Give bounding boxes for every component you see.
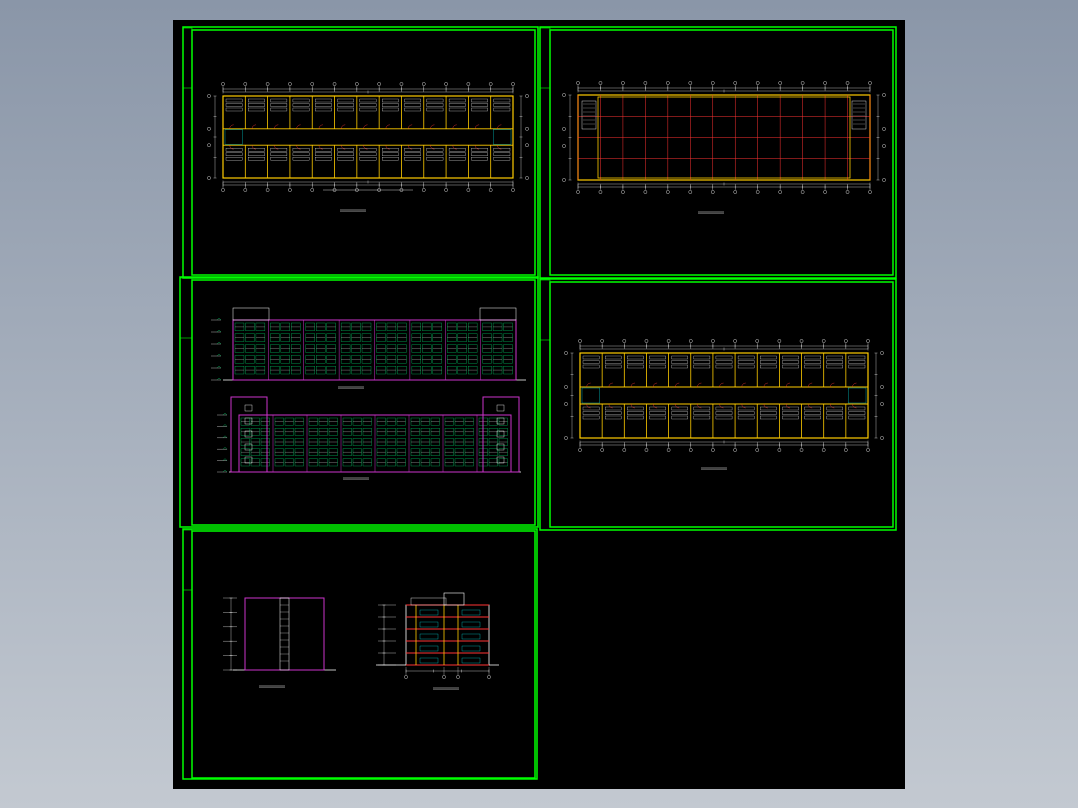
ground-floor-plan-drawing: [564, 339, 884, 452]
roof-plan-drawing: [562, 81, 886, 194]
drawing-sheet: [173, 20, 905, 789]
drawing-titles: [259, 209, 727, 690]
front-elevation-drawing: [211, 307, 526, 381]
panel-roof-plan[interactable]: [539, 26, 897, 279]
panel-elevations[interactable]: [179, 276, 539, 528]
cad-drawing: [179, 26, 897, 780]
section-drawing: [376, 592, 499, 679]
rear-elevation-drawing: [217, 396, 521, 473]
panel-floor-plan-ground[interactable]: [539, 278, 897, 531]
upper-floor-plan-drawing: [207, 82, 529, 192]
panel-floor-plan-upper[interactable]: [182, 26, 539, 279]
side-elevation-drawing: [223, 597, 336, 671]
panel-side-and-section[interactable]: [182, 528, 538, 780]
